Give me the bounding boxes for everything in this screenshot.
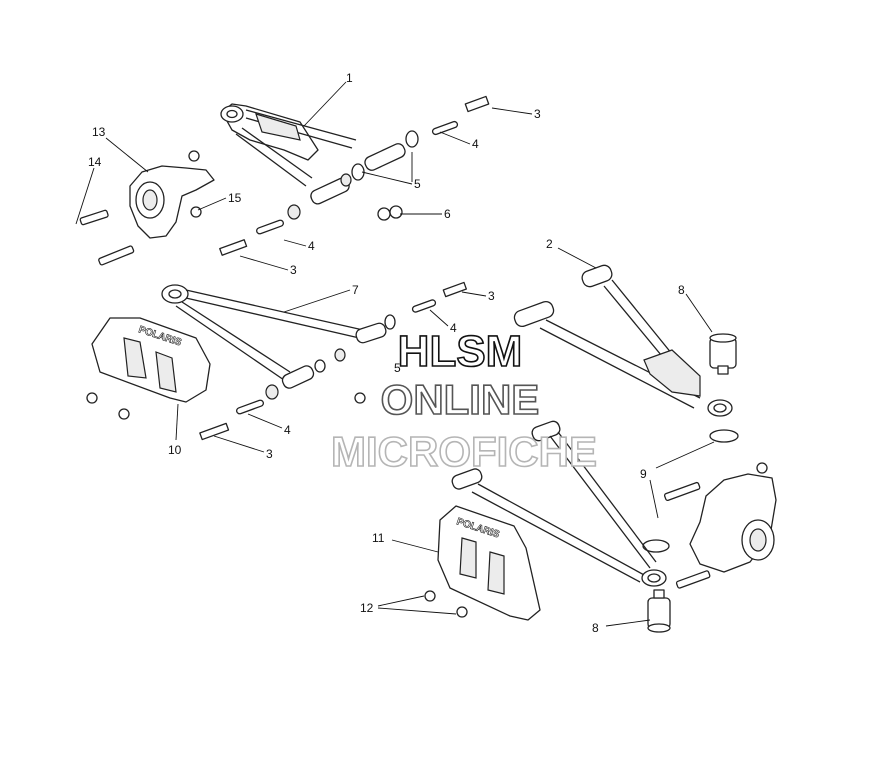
spindle-right <box>663 462 777 589</box>
callout-8: 8 <box>678 283 685 297</box>
callout-10: 10 <box>168 443 182 457</box>
callouts: 1 2 3 3 3 3 4 4 4 4 5 5 6 7 8 8 9 10 11 … <box>88 71 685 635</box>
callout-1: 1 <box>346 71 353 85</box>
callout-3: 3 <box>290 263 297 277</box>
callout-3: 3 <box>488 289 495 303</box>
callout-2: 2 <box>546 237 553 251</box>
circlip-upper-9 <box>709 429 739 443</box>
circlip-lower-9 <box>642 539 670 553</box>
ball-joint-lower-8 <box>647 589 671 633</box>
ball-joint-upper-8 <box>709 333 737 375</box>
right-lower-a-arm <box>451 420 667 587</box>
callout-5: 5 <box>394 361 401 375</box>
skid-guard-right-11: POLARIS <box>424 505 541 621</box>
watermark-line-2: ONLINE <box>381 376 540 423</box>
spindle-left-13 <box>79 150 215 266</box>
callout-4: 4 <box>472 137 479 151</box>
callout-7: 7 <box>352 283 359 297</box>
callout-4: 4 <box>284 423 291 437</box>
upper-a-arm-1 <box>220 103 357 187</box>
skid-guard-left-10: POLARIS <box>86 317 211 420</box>
callout-3: 3 <box>534 107 541 121</box>
callout-9: 9 <box>640 467 647 481</box>
callout-12: 12 <box>360 601 374 615</box>
callout-4: 4 <box>308 239 315 253</box>
lower-a-arm-7 <box>161 281 468 441</box>
upper-pivot-hardware <box>219 95 490 256</box>
leader-lines <box>75 81 715 627</box>
callout-8: 8 <box>592 621 599 635</box>
callout-5: 5 <box>414 177 421 191</box>
callout-13: 13 <box>92 125 106 139</box>
watermark: HLSM ONLINE MICROFICHE <box>330 326 598 476</box>
callout-6: 6 <box>444 207 451 221</box>
watermark-line-3: MICROFICHE <box>331 428 597 475</box>
callout-14: 14 <box>88 155 102 169</box>
callout-4: 4 <box>450 321 457 335</box>
watermark-line-1: HLSM <box>398 327 523 376</box>
callout-11: 11 <box>372 531 385 545</box>
callout-15: 15 <box>228 191 242 205</box>
right-upper-a-arm-2 <box>513 264 733 417</box>
callout-3: 3 <box>266 447 273 461</box>
